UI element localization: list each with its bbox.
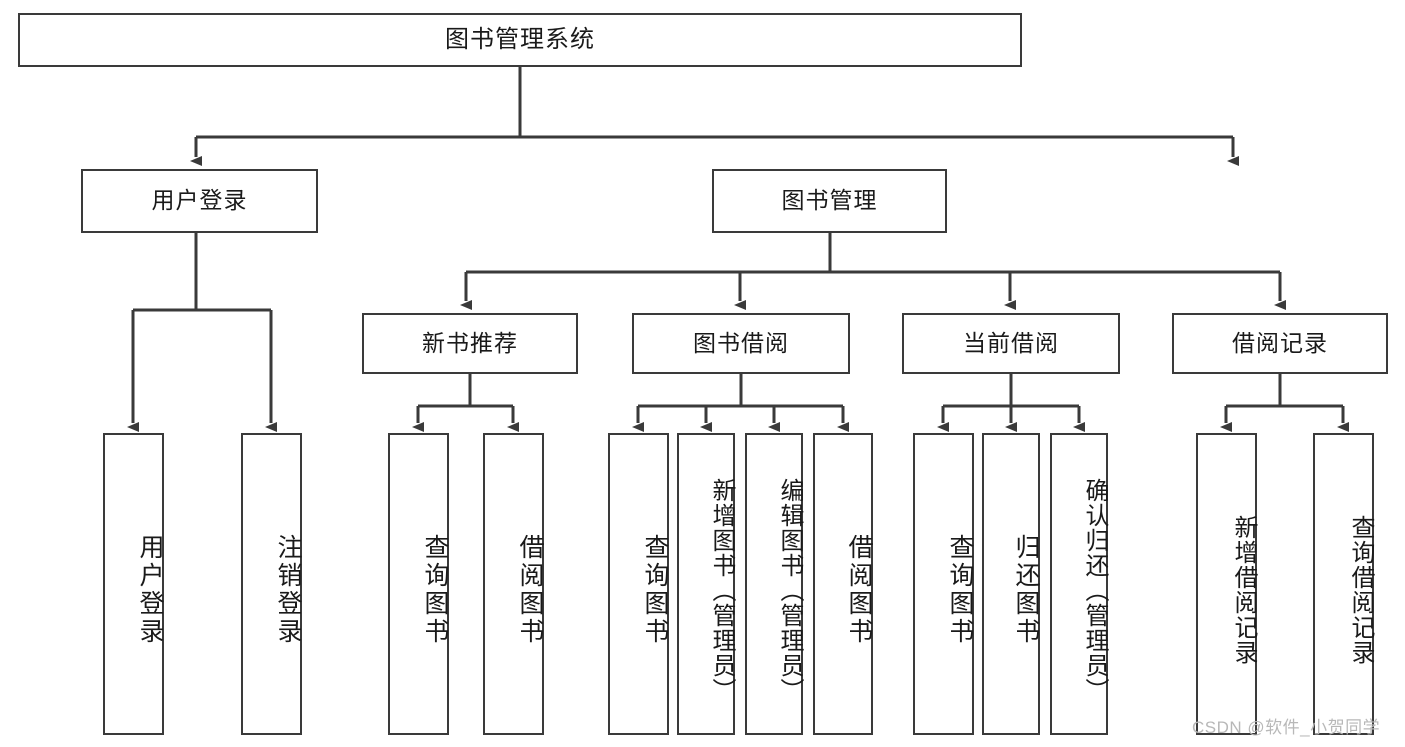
leaf-query-borrow-record[interactable]: 查询借阅记录	[1313, 433, 1374, 735]
leaf-confirm-return-admin[interactable]: 确认归还（管理员）	[1050, 433, 1108, 735]
leaf-query-book-current[interactable]: 查询图书	[913, 433, 974, 735]
node-borrow-record[interactable]: 借阅记录	[1172, 313, 1388, 374]
leaf-user-login[interactable]: 用户登录	[103, 433, 164, 735]
csdn-watermark: CSDN @软件_小贺同学	[1192, 718, 1381, 737]
leaf-query-book-borrow[interactable]: 查询图书	[608, 433, 669, 735]
leaf-logout[interactable]: 注销登录	[241, 433, 302, 735]
node-root-system[interactable]: 图书管理系统	[18, 13, 1022, 67]
node-book-management[interactable]: 图书管理	[712, 169, 947, 233]
node-user-login[interactable]: 用户登录	[81, 169, 318, 233]
leaf-borrow-book[interactable]: 借阅图书	[813, 433, 873, 735]
node-book-borrow[interactable]: 图书借阅	[632, 313, 850, 374]
leaf-edit-book-admin[interactable]: 编辑图书（管理员）	[745, 433, 803, 735]
node-new-book-recommend[interactable]: 新书推荐	[362, 313, 578, 374]
leaf-add-borrow-record[interactable]: 新增借阅记录	[1196, 433, 1257, 735]
leaf-borrow-book-newbook[interactable]: 借阅图书	[483, 433, 544, 735]
leaf-add-book-admin[interactable]: 新增图书（管理员）	[677, 433, 735, 735]
leaf-query-book-newbook[interactable]: 查询图书	[388, 433, 449, 735]
node-current-borrow[interactable]: 当前借阅	[902, 313, 1120, 374]
leaf-return-book[interactable]: 归还图书	[982, 433, 1040, 735]
